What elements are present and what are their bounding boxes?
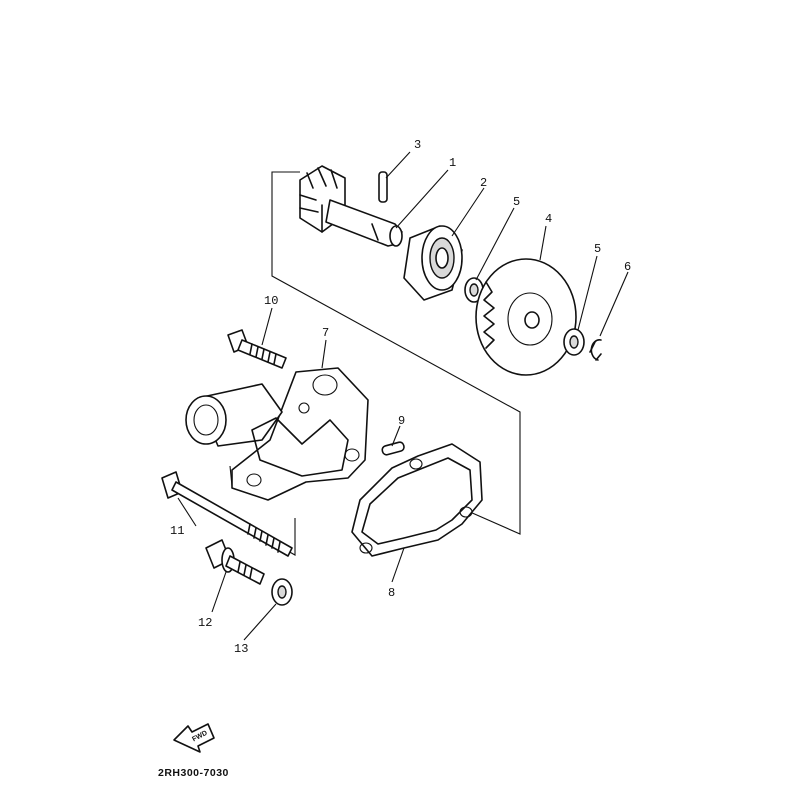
callout-11: 11 <box>170 524 184 538</box>
fwd-arrow-icon: FWD <box>173 723 215 753</box>
callout-6: 6 <box>624 260 631 274</box>
part-13-washer <box>271 578 293 606</box>
callout-5-left: 5 <box>513 195 520 209</box>
part-7-pump-housing <box>185 367 369 501</box>
part-code: 2RH300-7030 <box>158 767 229 779</box>
part-11-long-bolt <box>161 471 293 557</box>
part-12-flange-bolt <box>205 539 265 585</box>
callout-12: 12 <box>198 616 212 630</box>
part-8-gasket <box>351 443 483 557</box>
callout-4: 4 <box>545 212 552 226</box>
callout-10: 10 <box>264 294 278 308</box>
part-4-pump-gear <box>475 258 577 376</box>
callout-1: 1 <box>449 156 456 170</box>
callout-7: 7 <box>322 326 329 340</box>
part-3-pin <box>378 171 388 203</box>
part-10-bolt <box>227 329 287 369</box>
part-1-impeller-shaft <box>299 165 403 247</box>
leader-lines <box>177 151 629 641</box>
callout-5-right: 5 <box>594 242 601 256</box>
callout-8: 8 <box>388 586 395 600</box>
callout-3: 3 <box>414 138 421 152</box>
callout-9: 9 <box>398 414 405 428</box>
callout-2: 2 <box>480 176 487 190</box>
part-6-circlip <box>589 339 602 361</box>
part-2-bearing <box>403 225 463 301</box>
part-9-dowel-pin <box>381 441 405 456</box>
part-5-washer-right <box>563 328 585 356</box>
callout-labels: 3 1 2 5 4 5 6 10 7 9 11 8 12 13 <box>170 138 631 656</box>
callout-13: 13 <box>234 642 248 656</box>
